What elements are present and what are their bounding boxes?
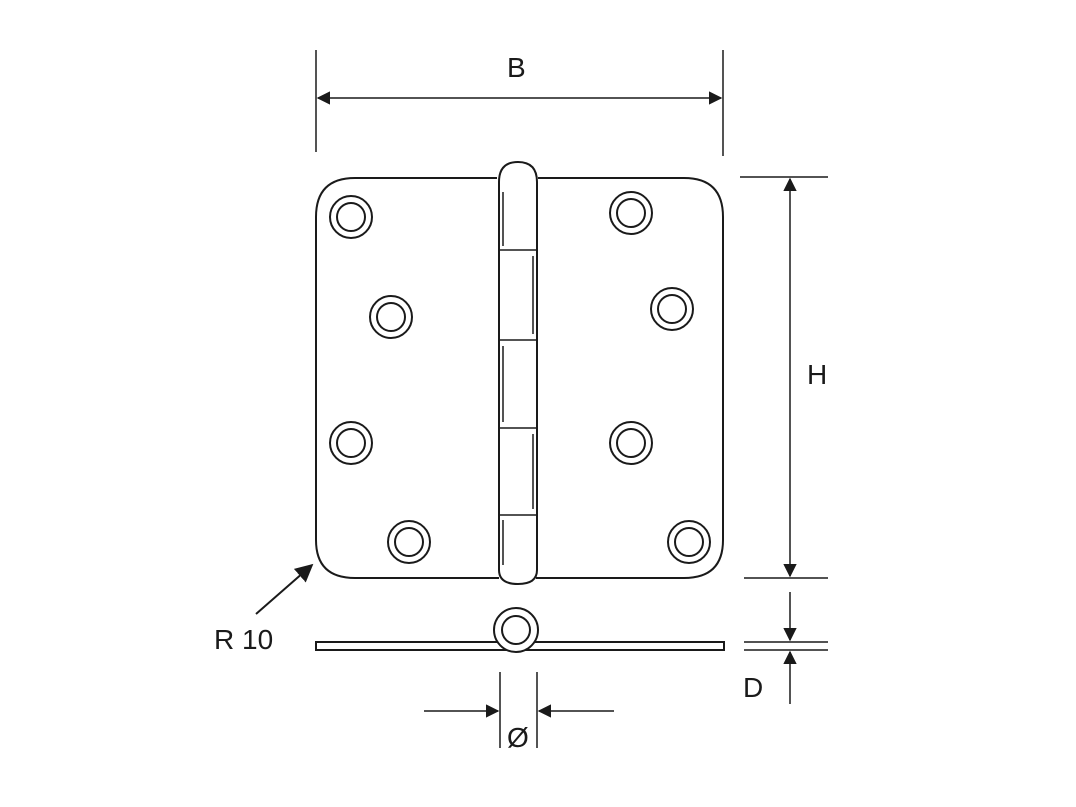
screw-hole	[609, 191, 653, 235]
screw-hole	[667, 520, 711, 564]
screw-hole	[329, 421, 373, 465]
radius-label: R 10	[214, 624, 274, 655]
screw-hole	[650, 287, 694, 331]
hinge-left-leaf	[315, 177, 499, 579]
dimension-thickness	[744, 592, 828, 704]
screw-hole	[369, 295, 413, 339]
thickness-label: D	[743, 672, 764, 703]
dimension-width	[315, 50, 724, 156]
screw-hole	[387, 520, 431, 564]
width-label: B	[507, 52, 526, 83]
height-label: H	[807, 359, 828, 390]
radius-pointer-arrow	[255, 563, 314, 615]
hinge-knuckle	[498, 160, 538, 586]
hinge-side-profile	[315, 607, 725, 653]
dimension-height	[740, 176, 828, 579]
screw-hole	[329, 195, 373, 239]
screw-hole	[609, 421, 653, 465]
hinge-right-leaf	[536, 177, 724, 579]
dimension-diameter	[424, 672, 614, 748]
diameter-label: Ø	[507, 722, 529, 753]
